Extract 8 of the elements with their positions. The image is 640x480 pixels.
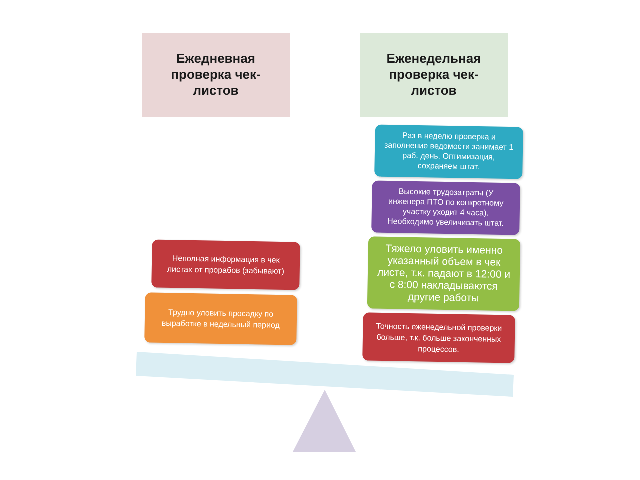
header-box: Еженедельная проверка чек-листов <box>360 33 508 117</box>
header-box: Ежедневная проверка чек-листов <box>142 33 290 117</box>
argument-box: Неполная информация в чек листах от прорабов (забывают) <box>152 240 300 290</box>
argument-box: Тяжело уловить именно указанный объем в чек листе, т.к. падают в 12:00 и с 8:00 накладываются другие работы <box>367 236 521 312</box>
argument-box: Трудно уловить просадку по выработке в недельный период <box>144 292 298 346</box>
argument-box: Раз в неделю проверка и заполнение ведомости занимает 1 раб. день. Оптимизация, сохраняем штат. <box>374 124 524 180</box>
argument-box: Точность еженедельной проверки больше, т.к. больше законченных процессов. <box>362 312 516 364</box>
argument-box: Высокие трудозатраты (У инженера ПТО по конкретному участку уходит 4 часа). Необходимо увеличивать штат. <box>372 180 520 236</box>
